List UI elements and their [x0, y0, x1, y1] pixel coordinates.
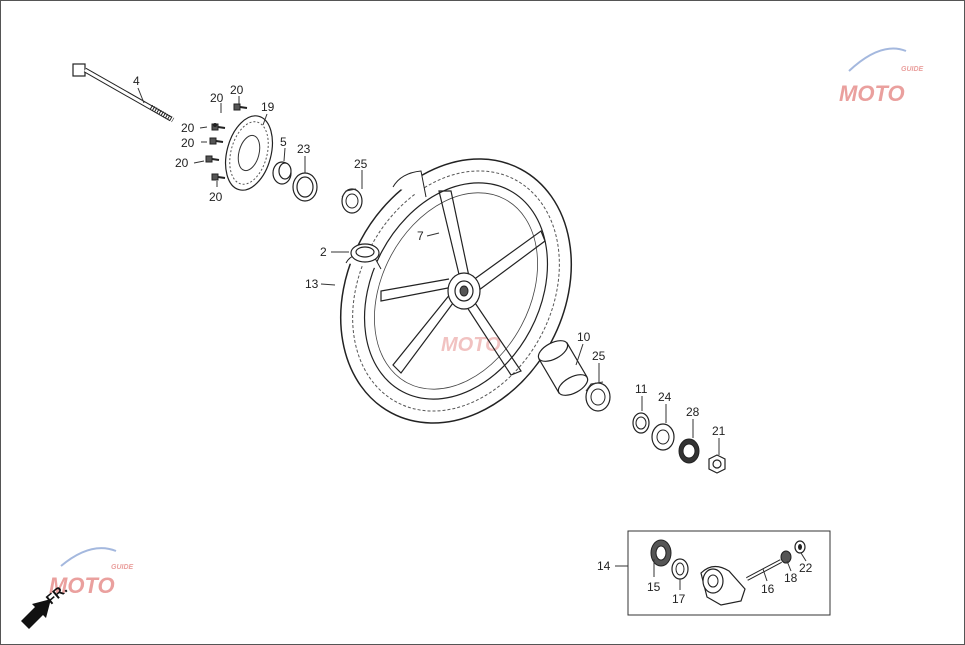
brake-disc	[224, 115, 274, 191]
axle-bolt	[72, 63, 175, 123]
callout-14: 14	[597, 559, 611, 573]
callout-28: 28	[686, 405, 700, 419]
callout-labels: 4 20 20 20 20 20 20 19 5 23 25 2 7 13 10…	[133, 74, 813, 606]
callout-25-a: 25	[354, 157, 368, 171]
callout-22: 22	[799, 561, 813, 575]
speedometer-housing	[700, 565, 746, 606]
speedometer-pinion	[746, 550, 792, 581]
watermark-sub: GUIDE	[901, 66, 924, 73]
watermark-sub-2: GUIDE	[111, 564, 134, 571]
callout-20-c: 20	[181, 121, 195, 135]
side-collar	[272, 161, 292, 185]
front-direction-indicator: FR.	[21, 581, 70, 629]
oil-seal-right	[678, 438, 700, 464]
callout-4: 4	[133, 74, 140, 88]
distance-collar	[537, 340, 589, 396]
callout-20-e: 20	[175, 156, 189, 170]
callout-15: 15	[647, 580, 661, 594]
callout-18: 18	[784, 571, 798, 585]
tire-valve	[350, 243, 380, 263]
bearing-right	[585, 381, 611, 412]
disc-bolts	[205, 103, 248, 181]
watermark-brand: MOTO	[839, 81, 905, 106]
oil-seal-left	[292, 172, 318, 202]
callout-20-f: 20	[209, 190, 223, 204]
callout-20-d: 20	[181, 136, 195, 150]
arrow-icon	[21, 599, 51, 629]
axle-nut	[708, 454, 726, 474]
callout-5: 5	[280, 135, 287, 149]
speedometer-gearbox-frame	[627, 530, 831, 616]
speedometer-cap	[794, 540, 806, 554]
callout-24: 24	[658, 390, 672, 404]
callout-11: 11	[635, 382, 648, 396]
speedometer-washer	[671, 558, 689, 580]
bearing-left	[341, 188, 363, 214]
retainer-clip	[632, 412, 650, 434]
watermark-brand-2: MOTO	[49, 573, 115, 598]
watermark-logo-center: MOTO	[441, 334, 501, 356]
callout-10: 10	[577, 330, 591, 344]
watermark-logo-top: MOTO GUIDE	[839, 47, 924, 106]
callout-17: 17	[672, 592, 686, 606]
watermark-logo-bottom: MOTO GUIDE	[49, 547, 134, 598]
callout-19: 19	[261, 100, 275, 114]
bearing-small	[651, 423, 675, 451]
wheel-spokes	[380, 190, 546, 376]
rim-inner	[374, 192, 538, 390]
callout-13: 13	[305, 277, 319, 291]
leader-lines	[137, 87, 807, 590]
front-wheel-assembly	[339, 158, 573, 424]
tire-outer	[339, 158, 573, 424]
callout-20-b: 20	[210, 91, 224, 105]
speedometer-gear	[650, 539, 672, 567]
callout-7: 7	[417, 229, 424, 243]
watermark-brand-3: MOTO	[441, 334, 501, 356]
callout-21: 21	[712, 424, 726, 438]
callout-25-b: 25	[592, 349, 606, 363]
rim	[363, 182, 549, 400]
callout-2: 2	[320, 245, 327, 259]
callout-23: 23	[297, 142, 311, 156]
callout-16: 16	[761, 582, 775, 596]
callout-20-a: 20	[230, 83, 244, 97]
